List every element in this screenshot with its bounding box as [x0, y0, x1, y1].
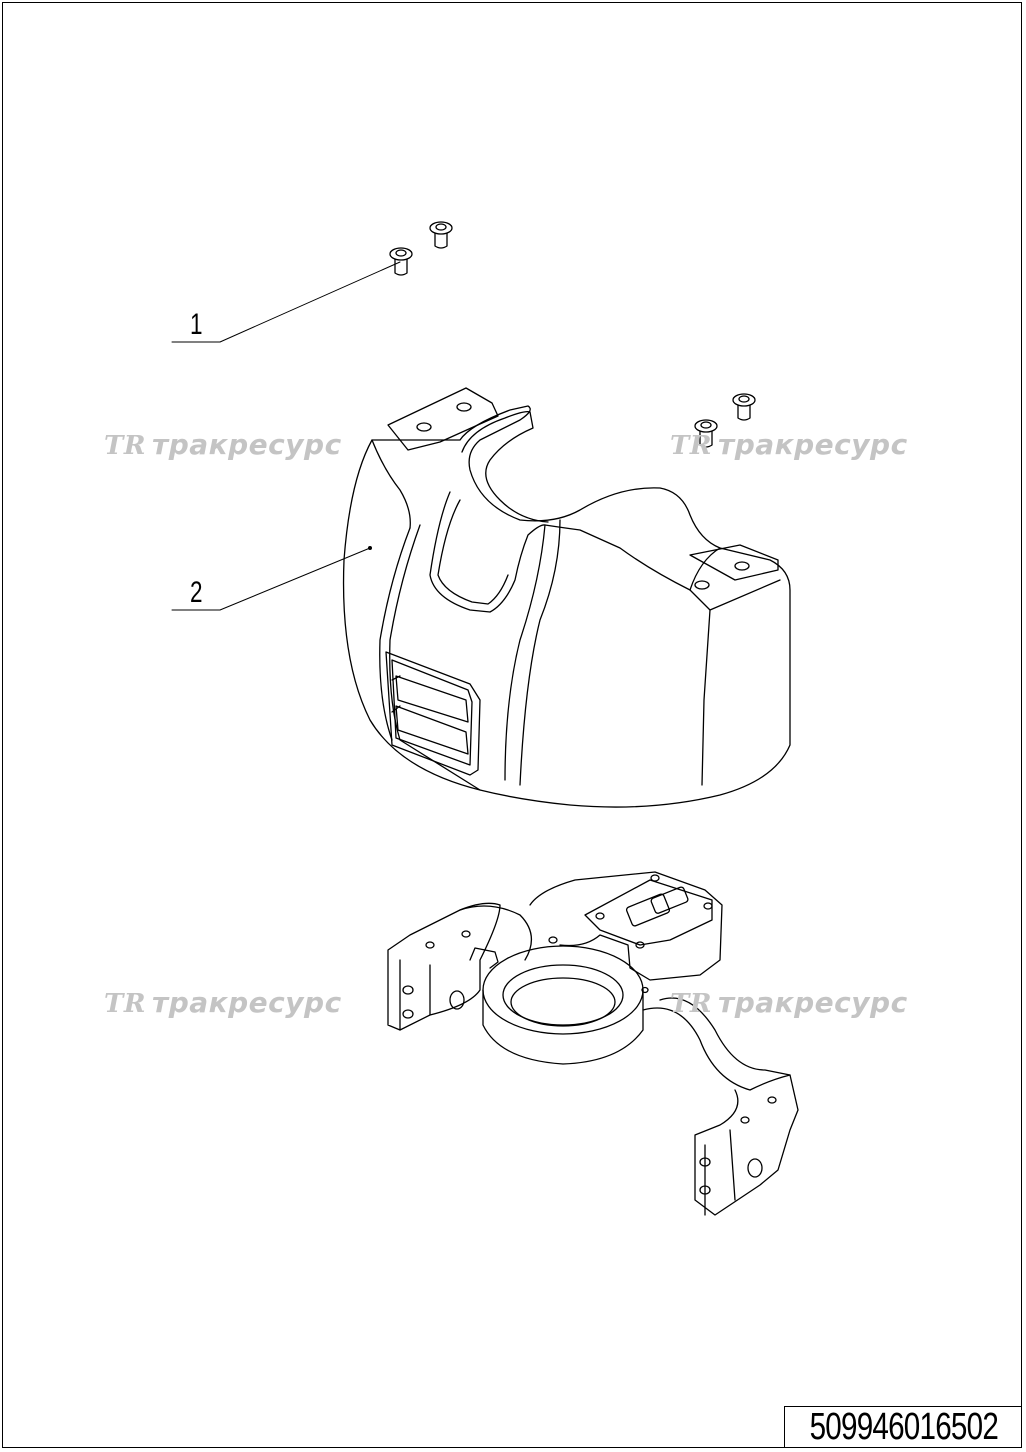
- watermark-text: тракресурс: [717, 986, 908, 1019]
- watermark-text: тракресурс: [717, 428, 908, 461]
- callout-label-1: 1: [190, 308, 203, 341]
- brand-logo-icon: TR: [104, 989, 146, 1019]
- document-number: 509946016502: [809, 1406, 998, 1448]
- bolt-icon: [429, 221, 453, 249]
- watermark-text: тракресурс: [151, 986, 342, 1019]
- callout-label-2: 2: [190, 576, 203, 609]
- brand-logo-icon: TR: [104, 431, 146, 461]
- document-number-box: 509946016502: [784, 1406, 1022, 1448]
- bolt-icon: [694, 419, 718, 448]
- cover-part: [342, 387, 791, 808]
- bolt-icon: [732, 393, 756, 421]
- bracket-part: [387, 871, 799, 1216]
- leader-line-2: [171, 546, 372, 611]
- brand-logo-icon: TR: [670, 431, 712, 461]
- leader-line-1: [171, 261, 401, 343]
- watermark-text: тракресурс: [151, 428, 342, 461]
- brand-logo-icon: TR: [670, 989, 712, 1019]
- bolt-icon: [389, 247, 413, 276]
